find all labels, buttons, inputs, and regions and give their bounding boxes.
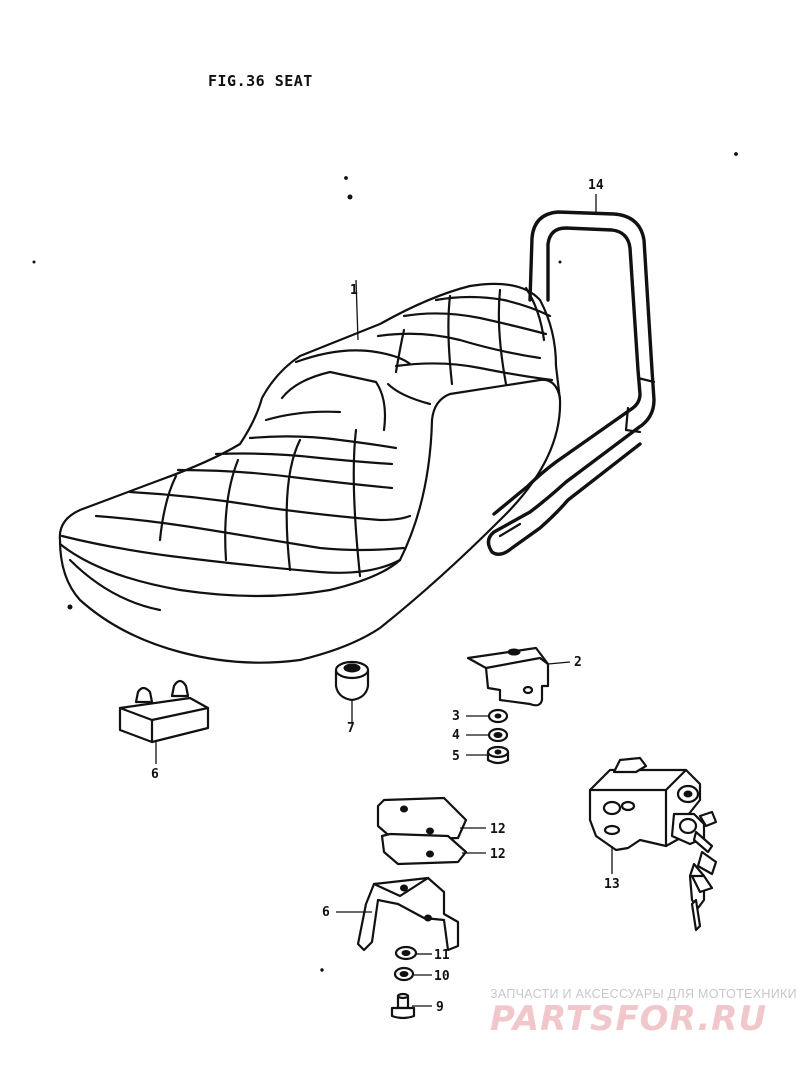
callouts: 1 2 3 4 5 6 6 7 9 10 11 12 12 13 14 <box>151 178 620 1015</box>
callout-10: 10 <box>434 969 450 984</box>
grab-rail-part-14 <box>486 210 656 556</box>
rubber-cushion-part-7 <box>334 660 370 702</box>
callout-2: 2 <box>574 655 582 670</box>
plate-part-12-lower <box>380 832 468 866</box>
watermark-logo: PARTSFOR.RU <box>490 999 767 1039</box>
watermark-tagline: ЗАПЧАСТИ И АКСЕССУАРЫ ДЛЯ МОТОТЕХНИКИ <box>490 987 797 1001</box>
callout-3: 3 <box>452 709 460 724</box>
callout-12-upper: 12 <box>490 822 506 837</box>
key-icon <box>688 850 718 932</box>
callout-12-lower: 12 <box>490 847 506 862</box>
callout-4: 4 <box>452 728 460 743</box>
callout-7: 7 <box>347 721 355 736</box>
washer-part-4 <box>487 727 509 743</box>
seat-lock-part-13 <box>588 756 718 854</box>
seat-part-1 <box>58 282 562 664</box>
callout-1: 1 <box>350 283 358 298</box>
nut-part-3 <box>487 708 509 724</box>
stay-part-6 <box>356 876 460 952</box>
callout-6-left: 6 <box>151 767 159 782</box>
lock-washer-part-10 <box>393 966 415 982</box>
bolt-part-9 <box>390 992 416 1020</box>
washer-part-11 <box>394 945 418 961</box>
callout-6-bottom: 6 <box>322 905 330 920</box>
plate-part-12-upper <box>376 796 468 842</box>
watermark: ЗАПЧАСТИ И АКСЕССУАРЫ ДЛЯ МОТОТЕХНИКИ PA… <box>490 987 797 1039</box>
callout-13: 13 <box>604 877 620 892</box>
callout-11: 11 <box>434 948 450 963</box>
bracket-part-2 <box>466 646 550 707</box>
callout-14: 14 <box>588 178 604 193</box>
callout-5: 5 <box>452 749 460 764</box>
callout-9: 9 <box>436 1000 444 1015</box>
damper-block-part-6 <box>118 679 210 744</box>
scan-specks <box>32 152 738 972</box>
figure-title: FIG.36 SEAT <box>208 72 313 90</box>
nut-part-5 <box>486 745 510 765</box>
